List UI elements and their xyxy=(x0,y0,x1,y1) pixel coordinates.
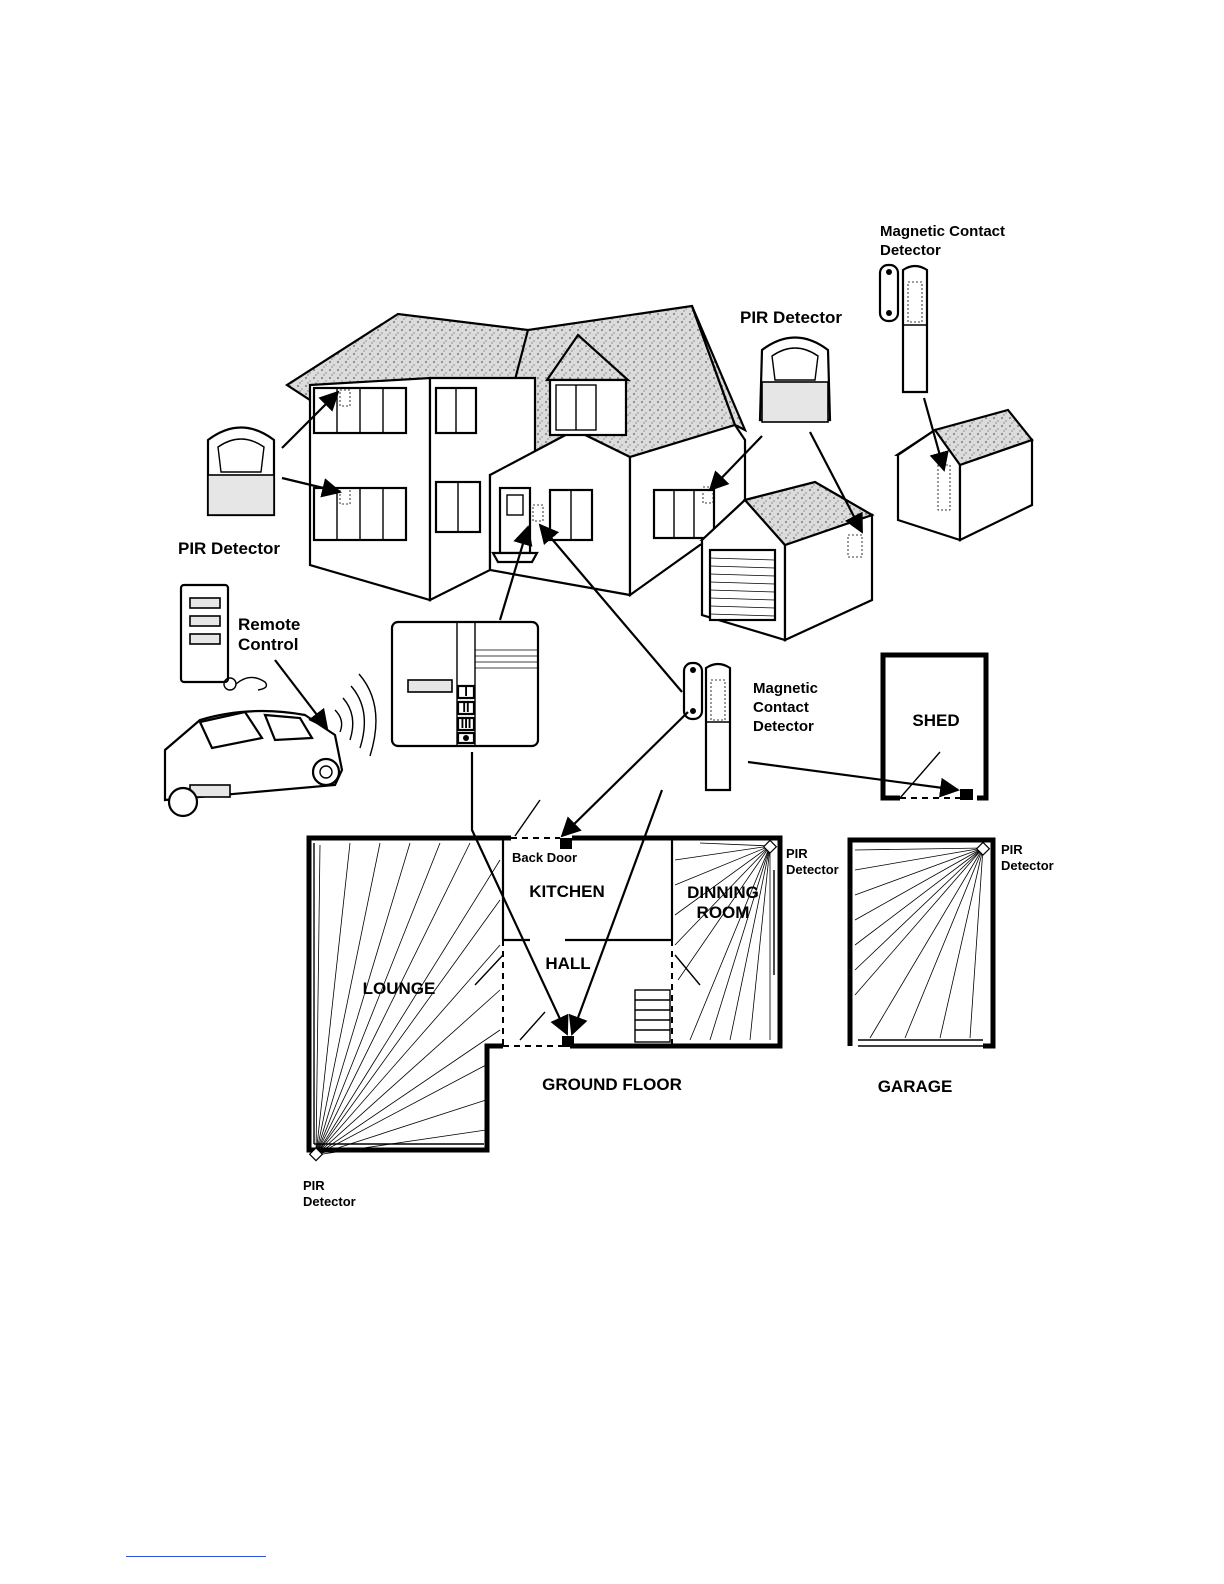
magnetic-contact-label-top-1: Magnetic Contact xyxy=(880,223,1005,240)
shed-illustration xyxy=(897,410,1032,540)
magnetic-contact-label-mid-1: Magnetic xyxy=(753,680,818,697)
lounge-pir-label-2: Detector xyxy=(303,1194,356,1209)
house-illustration xyxy=(287,306,745,600)
magnetic-contact-label-top-2: Detector xyxy=(880,242,941,259)
pir-detector-device-top xyxy=(760,338,830,423)
room-dining-2: ROOM xyxy=(697,903,750,922)
pir-detector-label-left: PIR Detector xyxy=(178,539,280,558)
magnetic-contact-label-mid-3: Detector xyxy=(753,718,814,735)
garage-pir-label-2: Detector xyxy=(1001,858,1054,873)
remote-control-label-2: Control xyxy=(238,635,298,654)
garage-plan-title: GARAGE xyxy=(878,1077,953,1096)
lounge-pir-label-1: PIR xyxy=(303,1178,325,1193)
panel-button-3: III xyxy=(461,716,472,731)
ground-floor-title: GROUND FLOOR xyxy=(542,1075,682,1094)
room-hall: HALL xyxy=(545,954,590,973)
room-kitchen: KITCHEN xyxy=(529,882,605,901)
magnetic-contact-label-mid-2: Contact xyxy=(753,699,809,716)
signal-waves xyxy=(335,674,376,756)
dining-pir-label-2: Detector xyxy=(786,862,839,877)
dining-pir-label-1: PIR xyxy=(786,846,808,861)
footer-divider xyxy=(126,1556,266,1557)
back-door-label: Back Door xyxy=(512,850,577,865)
room-dining-1: DINNING xyxy=(687,883,759,902)
garage-plan xyxy=(850,840,993,1046)
panel-button-1: I xyxy=(464,684,468,699)
panel-button-2: II xyxy=(462,700,469,715)
magnetic-contact-device-mid xyxy=(684,663,730,790)
magnetic-contact-device-top xyxy=(880,265,927,392)
pir-detector-label-top: PIR Detector xyxy=(740,308,842,327)
pir-detector-device-left xyxy=(208,428,274,516)
shed-plan-title: SHED xyxy=(912,711,959,730)
garage-pir-label-1: PIR xyxy=(1001,842,1023,857)
car-illustration xyxy=(165,711,342,816)
room-lounge: LOUNGE xyxy=(363,979,436,998)
remote-control-label-1: Remote xyxy=(238,615,300,634)
